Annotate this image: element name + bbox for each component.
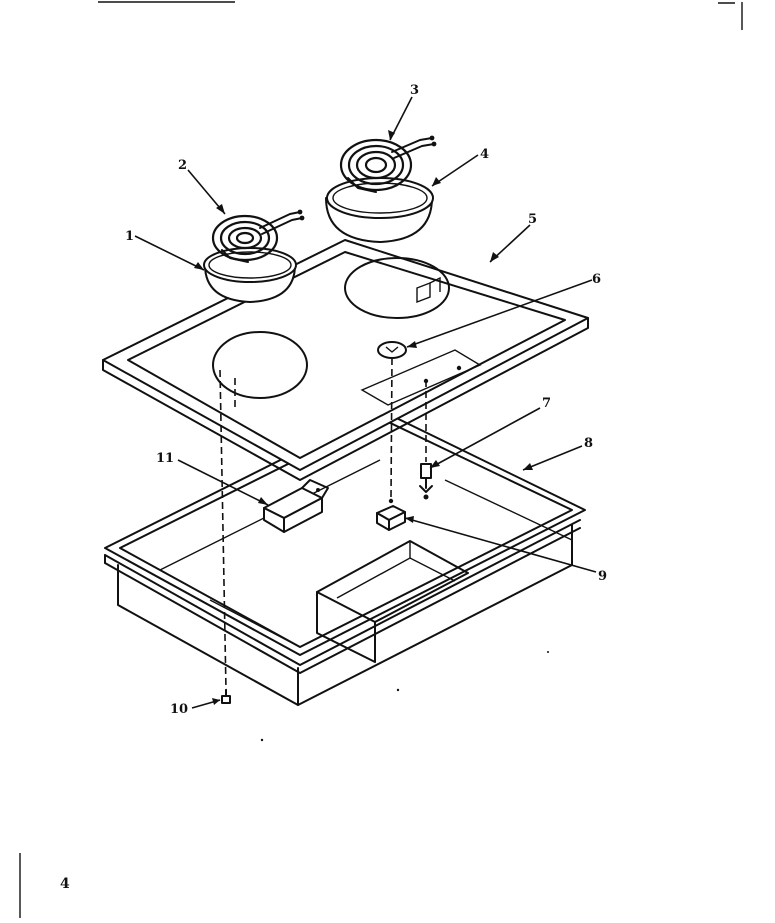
terminal-block	[376, 498, 406, 531]
burner-box-housing	[104, 409, 586, 706]
callout-10: 10	[170, 702, 188, 717]
callout-2: 2	[178, 158, 187, 173]
left-drip-pan	[203, 247, 297, 303]
callout-labels: 1 2 3 4 5 6 7 8 9 10 11	[125, 83, 607, 717]
scan-specks	[260, 651, 549, 742]
callout-11: 11	[156, 451, 174, 466]
callout-4: 4	[480, 147, 489, 162]
callout-7: 7	[542, 396, 551, 411]
callout-6: 6	[592, 272, 601, 287]
mounting-bracket	[263, 479, 329, 533]
callout-9: 9	[598, 569, 607, 584]
cooktop-top-plate	[102, 239, 589, 481]
left-surface-coil	[211, 209, 305, 263]
indicator-light-socket	[419, 463, 433, 500]
page-number: 4	[60, 876, 70, 892]
callout-1: 1	[125, 229, 134, 244]
right-drip-pan	[325, 177, 434, 243]
assembly-alignment-lines	[219, 357, 573, 691]
callout-3: 3	[410, 83, 419, 98]
callout-5: 5	[528, 212, 537, 227]
right-surface-coil	[339, 135, 437, 193]
arrowheads	[194, 130, 533, 705]
callout-8: 8	[584, 436, 593, 451]
scan-edge-marks	[19, 1, 743, 918]
indicator-light-lens	[377, 341, 407, 359]
mounting-screw	[221, 689, 231, 704]
